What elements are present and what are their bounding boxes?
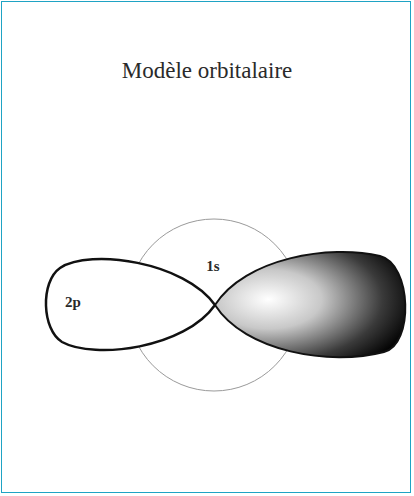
orbital-label: 2p	[65, 294, 81, 311]
diagram-title: Modèle orbitalaire	[122, 58, 293, 84]
p-lobe-left	[46, 259, 215, 350]
orbital-label: 1s	[206, 258, 219, 275]
p-lobe-right	[215, 252, 405, 357]
